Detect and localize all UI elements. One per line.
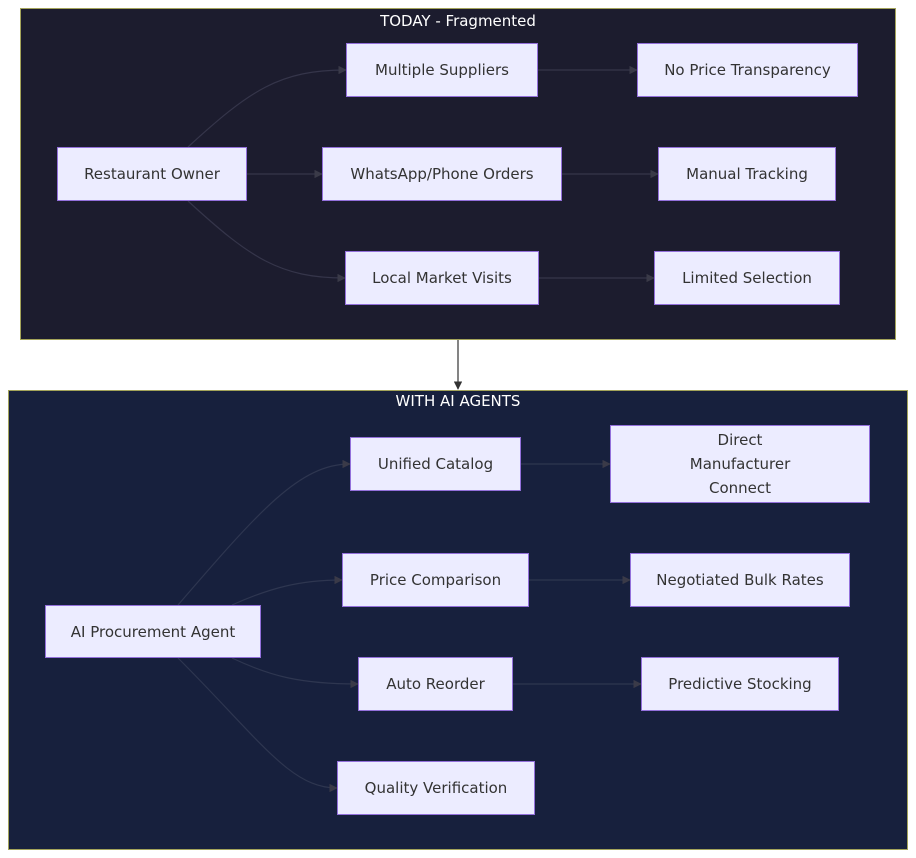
subgraph-ai-title: WITH AI AGENTS [395,392,521,410]
node-price-comparison[interactable]: Price Comparison [342,553,529,607]
node-negotiated-bulk-rates[interactable]: Negotiated Bulk Rates [630,553,850,607]
node-multiple-suppliers[interactable]: Multiple Suppliers [346,43,538,97]
node-manual-tracking[interactable]: Manual Tracking [658,147,836,201]
node-whatsapp-phone-orders[interactable]: WhatsApp/Phone Orders [322,147,562,201]
node-restaurant-owner[interactable]: Restaurant Owner [57,147,247,201]
node-unified-catalog[interactable]: Unified Catalog [350,437,521,491]
node-direct-manufacturer-connect[interactable]: Direct Manufacturer Connect [610,425,870,503]
subgraph-today-title: TODAY - Fragmented Procurement [380,12,536,39]
node-ai-procurement-agent[interactable]: AI Procurement Agent [45,605,261,658]
node-no-price-transparency[interactable]: No Price Transparency [637,43,858,97]
node-limited-selection[interactable]: Limited Selection [654,251,840,305]
node-predictive-stocking[interactable]: Predictive Stocking [641,657,839,711]
node-quality-verification[interactable]: Quality Verification [337,761,535,815]
node-auto-reorder[interactable]: Auto Reorder [358,657,513,711]
node-local-market-visits[interactable]: Local Market Visits [345,251,539,305]
